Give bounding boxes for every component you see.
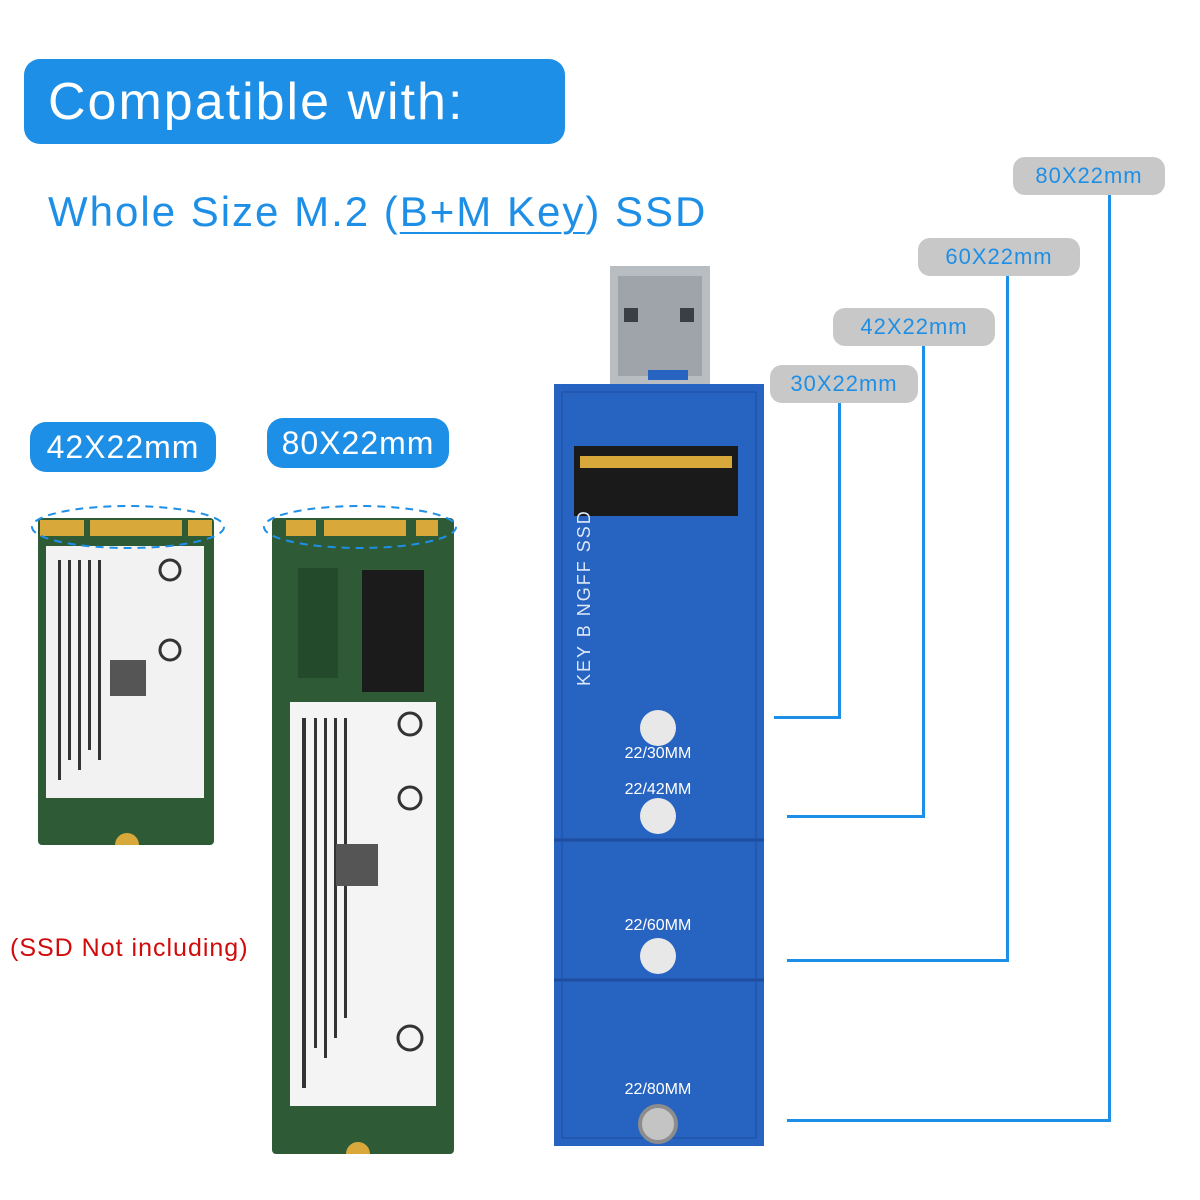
mount-label-30: 22/30MM <box>625 745 692 762</box>
leader-line-42 <box>922 346 925 818</box>
usb-adapter-image: KEY B NGFF SSD 22/30MM 22/42MM 22/60MM 2… <box>554 266 764 1146</box>
leader-line-30 <box>838 403 841 719</box>
size-label-30: 30X22mm <box>770 365 918 403</box>
size-label-42: 42X22mm <box>833 308 995 346</box>
connector-highlight-large <box>263 505 457 549</box>
ssd-size-label-large: 80X22mm <box>267 418 449 468</box>
leader-line-80 <box>1108 195 1111 1122</box>
not-included-note: (SSD Not including) <box>10 934 249 962</box>
size-label-80: 80X22mm <box>1013 157 1165 195</box>
ssd-80mm-image <box>272 518 454 1154</box>
mount-label-42: 22/42MM <box>625 781 692 798</box>
size-label-60: 60X22mm <box>918 238 1080 276</box>
key-type: B+M Key <box>399 188 586 235</box>
ssd-42mm-image <box>38 518 214 845</box>
leader-line-60 <box>1006 276 1009 962</box>
connector-highlight-small <box>31 505 225 549</box>
mount-label-60: 22/60MM <box>625 917 692 934</box>
ssd-size-label-small: 42X22mm <box>30 422 216 472</box>
subtitle: Whole Size M.2 (B+M Key) SSD <box>48 188 708 235</box>
adapter-connector-label: KEY B NGFF SSD <box>574 509 594 686</box>
mount-label-80: 22/80MM <box>625 1081 692 1098</box>
header-banner: Compatible with: <box>24 59 565 144</box>
header-title: Compatible with: <box>48 72 465 131</box>
